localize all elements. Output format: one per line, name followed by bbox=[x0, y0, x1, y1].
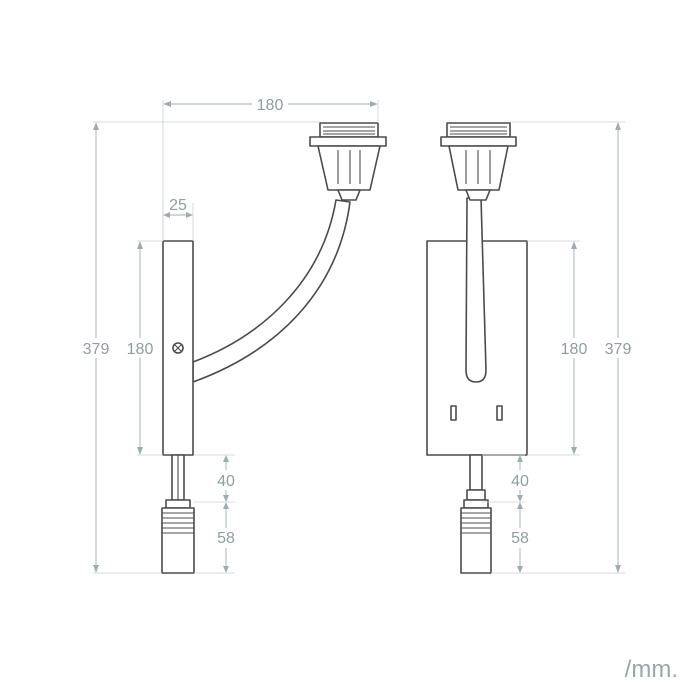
dim-base-depth: 25 bbox=[169, 197, 187, 214]
dim-base-height-right: 180 bbox=[561, 341, 588, 358]
dim-arm-reach: 180 bbox=[257, 97, 284, 114]
dim-base-height-left: 180 bbox=[127, 341, 154, 358]
dim-switch-stem-left: 40 bbox=[217, 473, 235, 490]
dim-switch-body-right: 58 bbox=[511, 530, 529, 547]
dim-switch-stem-right: 40 bbox=[511, 473, 529, 490]
front-view bbox=[426, 122, 528, 574]
front-switch bbox=[460, 454, 492, 574]
side-socket bbox=[309, 122, 387, 201]
dim-total-height-right: 379 bbox=[605, 341, 632, 358]
side-arm bbox=[192, 199, 351, 383]
mount-slot-right bbox=[496, 405, 503, 421]
side-view bbox=[161, 122, 387, 574]
dim-switch-body-left: 58 bbox=[217, 530, 235, 547]
side-switch bbox=[161, 454, 195, 574]
dim-total-height-left: 379 bbox=[83, 341, 110, 358]
mount-slot-left bbox=[450, 405, 457, 421]
front-socket bbox=[440, 122, 517, 201]
dimension-labels: 379 180 25 180 40 58 379 180 40 58 bbox=[78, 94, 636, 548]
units-label: /mm. bbox=[624, 656, 678, 683]
front-arm bbox=[465, 197, 487, 383]
